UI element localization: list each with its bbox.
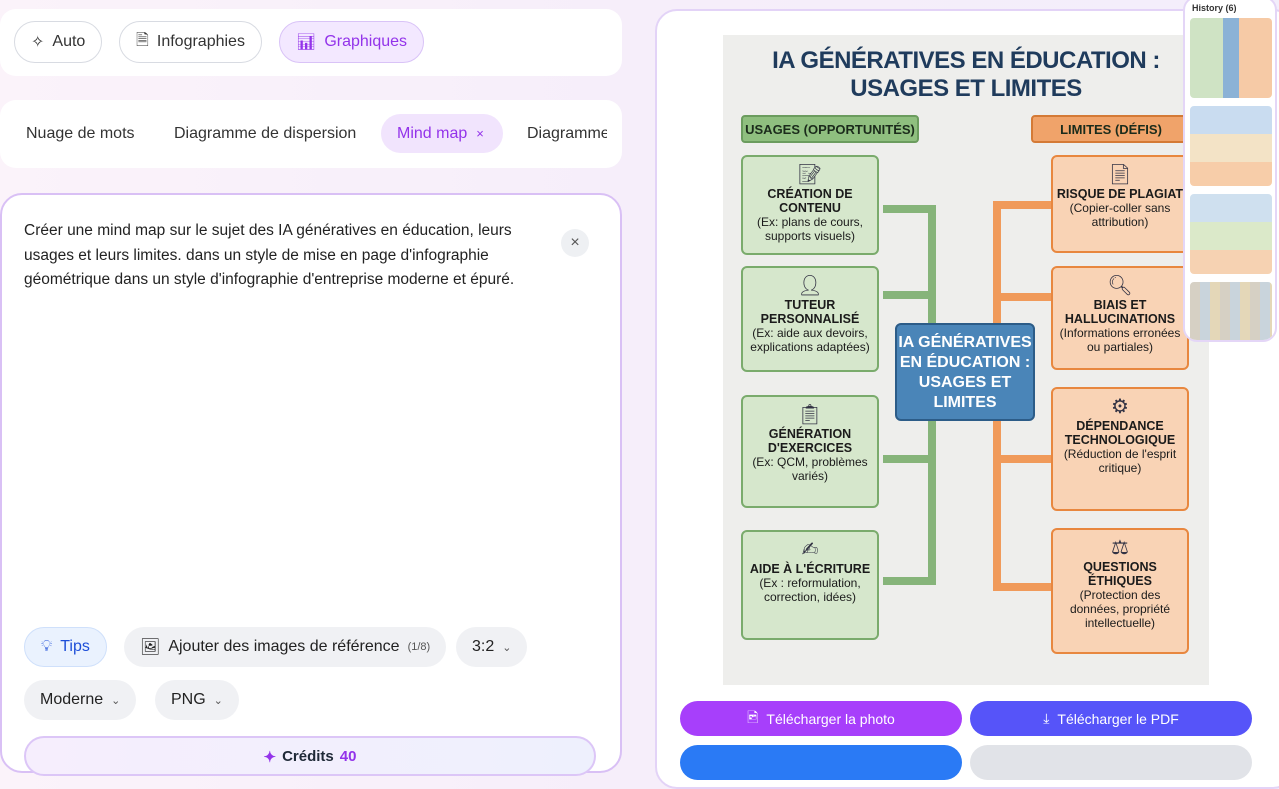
close-icon: × (570, 234, 580, 251)
usage-node: 👤︎TUTEUR PERSONNALISÉ(Ex: aide aux devoi… (741, 266, 879, 372)
chart-type-tabs (0, 100, 622, 168)
mode-graphiques-button[interactable]: 📊︎Graphiques (279, 21, 425, 63)
download-icon: ⤓ (1043, 710, 1050, 726)
connector-line (883, 205, 933, 213)
history-label: History (6) (1192, 3, 1237, 13)
checklist-icon: 📋︎ (797, 404, 823, 426)
mind-map-infographic: IA GÉNÉRATIVES EN ÉDUCATION :USAGES ET L… (723, 35, 1209, 685)
close-icon[interactable]: × (476, 126, 484, 141)
image-file-icon: 🖻︎ (747, 708, 759, 725)
mode-selector: ✧Auto 🗎Infographies 📊︎Graphiques (0, 9, 622, 76)
tab-diagramme-de-dispersion[interactable]: Diagramme de dispersion (174, 124, 357, 142)
sparkle-icon: ✦ (263, 749, 277, 766)
limit-node: 🔍︎BIAIS ET HALLUCINATIONS(Informations e… (1051, 266, 1189, 370)
action-button[interactable] (680, 745, 962, 780)
limites-header: LIMITES (DÉFIS) (1031, 115, 1191, 143)
connector-line (993, 583, 1051, 591)
usages-header: USAGES (OPPORTUNITÉS) (741, 115, 919, 143)
usage-node: ✍︎AIDE À L'ÉCRITURE(Ex : reformulation, … (741, 530, 879, 640)
mode-auto-button[interactable]: ✧Auto (14, 21, 103, 63)
sparkle-icon: ✧ (31, 34, 45, 51)
aspect-ratio-select[interactable]: 3:2⌄ (456, 627, 528, 667)
gear-hand-icon: ⚙︎ (1111, 396, 1129, 418)
history-panel: History (6) (1183, 0, 1277, 342)
prompt-panel: Créer une mind map sur le sujet des IA g… (0, 193, 622, 773)
history-thumbnail[interactable] (1190, 282, 1272, 340)
connector-line (883, 577, 933, 585)
history-thumbnail[interactable] (1190, 106, 1272, 186)
connector-line (883, 455, 933, 463)
usage-node: 📝︎CRÉATION DE CONTENU(Ex: plans de cours… (741, 155, 879, 255)
history-thumbnail[interactable] (1190, 18, 1272, 98)
format-select[interactable]: PNG⌄ (155, 680, 239, 720)
mode-infographies-button[interactable]: 🗎Infographies (119, 21, 262, 63)
central-node: IA GÉNÉRATIVES EN ÉDUCATION : USAGES ET … (895, 323, 1035, 421)
chevron-down-icon: ⌄ (213, 694, 223, 707)
magnifier-icon: 🔍︎ (1107, 275, 1133, 297)
connector-line (993, 293, 1051, 301)
limit-node: 📄︎RISQUE DE PLAGIAT(Copier-coller sans a… (1051, 155, 1189, 253)
edit-document-icon: 📝︎ (797, 164, 823, 186)
lightbulb-icon: 💡︎ (41, 638, 53, 655)
connector-line (993, 455, 1051, 463)
tab-nuage-de-mots[interactable]: Nuage de mots (26, 124, 135, 142)
download-photo-button[interactable]: 🖻︎Télécharger la photo (680, 701, 962, 736)
tab-mind-map[interactable]: Mind map× (381, 114, 503, 153)
document-icon: 🗎 (136, 31, 149, 49)
limit-node: ⚙︎DÉPENDANCE TECHNOLOGIQUE(Réduction de … (1051, 387, 1189, 511)
chevron-down-icon: ⌄ (111, 694, 121, 707)
prompt-textarea[interactable]: Créer une mind map sur le sujet des IA g… (24, 222, 515, 288)
history-thumbnail[interactable] (1190, 194, 1272, 274)
tips-button[interactable]: 💡︎Tips (24, 627, 107, 667)
download-pdf-button[interactable]: ⤓Télécharger le PDF (970, 701, 1252, 736)
connector-line (883, 291, 933, 299)
connector-line (993, 201, 1051, 209)
action-button[interactable] (970, 745, 1252, 780)
scales-icon: ⚖︎ (1111, 537, 1129, 559)
chevron-down-icon: ⌄ (502, 641, 512, 654)
bar-chart-icon: 📊︎ (296, 34, 317, 51)
add-reference-images-button[interactable]: 🖼︎Ajouter des images de référence(1/8) (124, 627, 447, 667)
document-icon: 📄︎ (1107, 164, 1133, 186)
clear-prompt-button[interactable]: × (561, 229, 589, 257)
writing-icon: ✍︎ (801, 539, 819, 561)
tab-diagramme[interactable]: Diagramme (527, 124, 607, 142)
style-select[interactable]: Moderne⌄ (24, 680, 137, 720)
image-add-icon: 🖼︎ (140, 639, 161, 656)
usage-node: 📋︎GÉNÉRATION D'EXERCICES(Ex: QCM, problè… (741, 395, 879, 508)
limit-node: ⚖︎QUESTIONS ÉTHIQUES(Protection des donn… (1051, 528, 1189, 654)
tutor-icon: 👤︎ (797, 275, 823, 297)
infographic-title: IA GÉNÉRATIVES EN ÉDUCATION :USAGES ET L… (772, 47, 1160, 102)
